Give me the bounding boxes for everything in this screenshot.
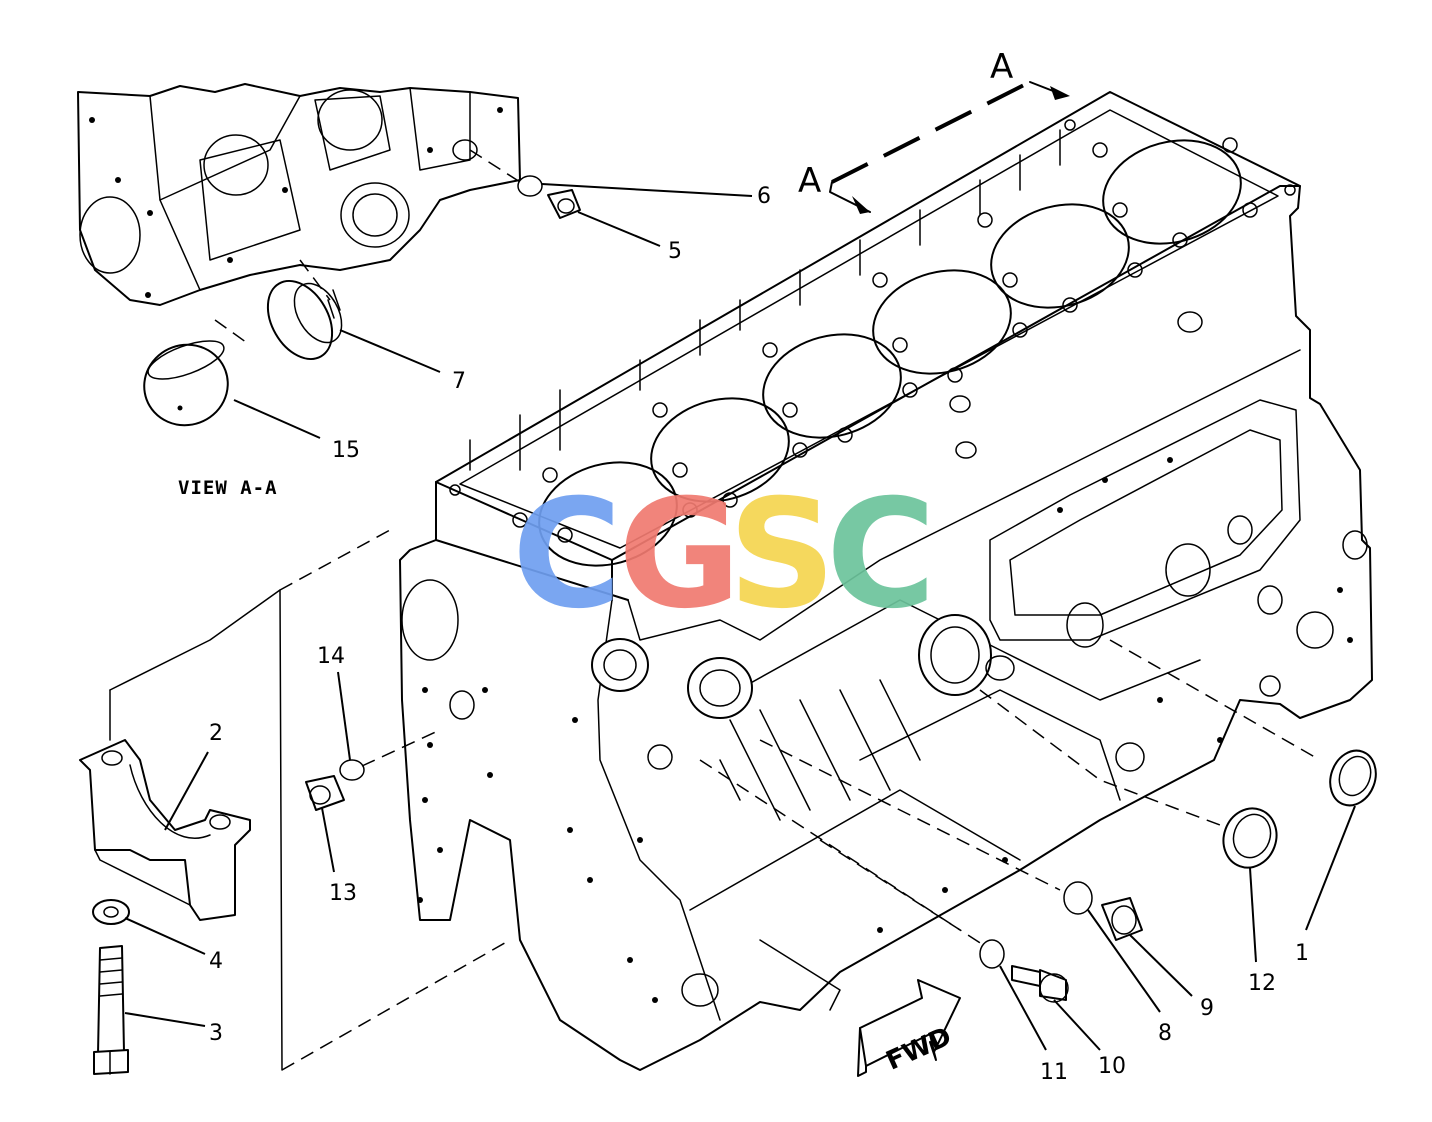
fwd-arrow: FWD (857, 979, 961, 1077)
loose-parts (305, 639, 1377, 1003)
callout-11: 11 (1040, 1060, 1068, 1085)
callout-numbers: 1 2 3 4 5 6 7 8 9 10 11 12 13 14 15 (209, 184, 1309, 1085)
watermark-letter-4: C (826, 468, 936, 642)
callout-5: 5 (668, 239, 682, 264)
section-marker-top-label: A (990, 47, 1013, 87)
callout-14: 14 (317, 644, 345, 669)
section-marker: A A (798, 47, 1070, 214)
callout-13: 13 (329, 881, 357, 906)
callout-15: 15 (332, 438, 360, 463)
view-label: VIEW A-A (178, 477, 278, 499)
callout-6: 6 (757, 184, 771, 209)
cylinder-block (399, 91, 1373, 1071)
watermark-letter-2: G (618, 468, 741, 642)
callout-9: 9 (1200, 996, 1214, 1021)
callout-8: 8 (1158, 1021, 1172, 1046)
callout-2: 2 (209, 721, 223, 746)
section-marker-left-label: A (798, 161, 821, 201)
callout-12: 12 (1248, 971, 1276, 996)
bearing-cap-assembly (79, 529, 511, 1075)
leader-lines (124, 183, 1356, 1051)
callout-1: 1 (1295, 941, 1309, 966)
view-a-a-detail (77, 83, 581, 427)
callout-3: 3 (209, 1021, 223, 1046)
watermark: C G S C (512, 468, 936, 642)
watermark-letter-3: S (728, 468, 836, 642)
callout-10: 10 (1098, 1054, 1126, 1079)
callout-7: 7 (452, 369, 466, 394)
callout-4: 4 (209, 949, 223, 974)
watermark-letter-1: C (512, 468, 622, 642)
